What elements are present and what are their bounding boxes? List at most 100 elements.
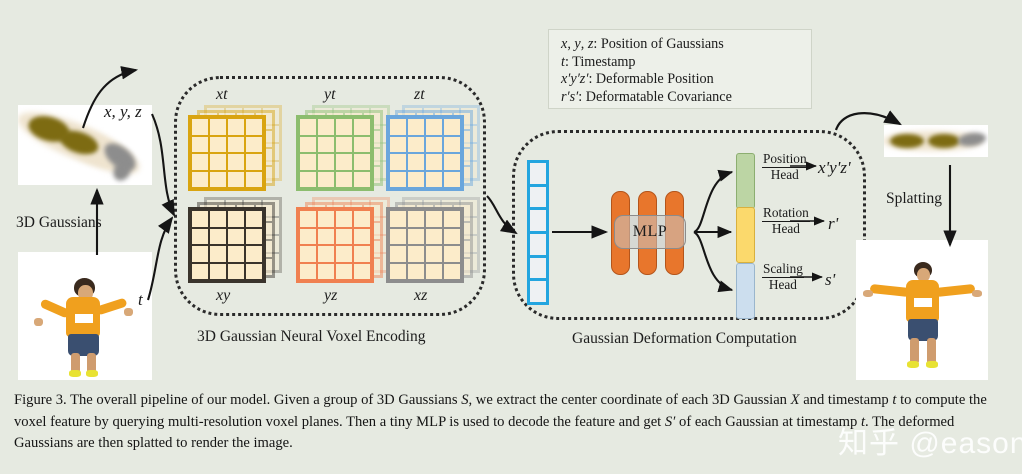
voxel-cell xyxy=(299,118,317,136)
voxel-cell xyxy=(245,262,263,280)
position-head-label: Position Head xyxy=(762,151,808,182)
t-annotation: t xyxy=(138,290,143,309)
voxel-cell xyxy=(443,170,461,188)
voxel-plane-front-xy xyxy=(188,207,266,283)
voxel-cell xyxy=(425,118,443,136)
voxel-plane-label-xz: xz xyxy=(414,287,428,304)
position-head-line2: Head xyxy=(770,166,799,182)
voxel-cell xyxy=(191,153,209,171)
voxel-cell xyxy=(443,210,461,228)
rotation-head-box xyxy=(736,207,755,263)
voxel-cell xyxy=(227,135,245,153)
voxel-cell xyxy=(245,245,263,263)
voxel-cell xyxy=(191,210,209,228)
feature-cell xyxy=(530,234,546,258)
voxel-plane-label-xy: xy xyxy=(216,287,231,304)
output-person-image xyxy=(856,240,988,380)
feature-cell xyxy=(530,281,546,302)
voxel-plane-xz xyxy=(382,197,486,299)
voxel-cell xyxy=(299,210,317,228)
voxel-cell xyxy=(389,135,407,153)
voxel-cell xyxy=(389,170,407,188)
voxel-plane-front-xt xyxy=(188,115,266,191)
voxel-cell xyxy=(299,170,317,188)
feature-cell xyxy=(530,163,546,187)
voxel-cell xyxy=(209,210,227,228)
voxel-cell xyxy=(191,118,209,136)
voxel-encoding-label: 3D Gaussian Neural Voxel Encoding xyxy=(197,328,426,345)
voxel-cell xyxy=(299,262,317,280)
voxel-cell xyxy=(227,227,245,245)
voxel-plane-xt xyxy=(184,105,288,207)
voxel-cell xyxy=(389,245,407,263)
voxel-cell xyxy=(443,227,461,245)
voxel-plane-yz xyxy=(292,197,396,299)
voxel-plane-label-xt: xt xyxy=(216,86,228,103)
voxel-plane-front-zt xyxy=(386,115,464,191)
voxel-cell xyxy=(299,135,317,153)
voxel-plane-label-zt: zt xyxy=(414,86,425,103)
legend-line-2: x′y′z′: Deformable Position xyxy=(561,71,714,88)
voxel-cell xyxy=(443,262,461,280)
voxel-cell xyxy=(389,227,407,245)
voxel-plane-front-yt xyxy=(296,115,374,191)
voxel-cell xyxy=(317,262,335,280)
voxel-cell xyxy=(191,245,209,263)
voxel-cell xyxy=(245,227,263,245)
voxel-cell xyxy=(245,135,263,153)
deformation-label: Gaussian Deformation Computation xyxy=(572,330,797,347)
voxel-cell xyxy=(245,210,263,228)
voxel-cell xyxy=(245,118,263,136)
voxel-cell xyxy=(227,210,245,228)
scaling-head-line1: Scaling xyxy=(762,261,804,278)
voxel-cell xyxy=(389,210,407,228)
voxel-cell xyxy=(245,153,263,171)
legend-box: x, y, z: Position of Gaussians t: Timest… xyxy=(548,29,812,109)
voxel-cell xyxy=(425,153,443,171)
voxel-cell xyxy=(353,262,371,280)
voxel-cell xyxy=(209,170,227,188)
voxel-cell xyxy=(425,227,443,245)
voxel-cell xyxy=(227,262,245,280)
voxel-cell xyxy=(353,170,371,188)
output-gaussians-image xyxy=(884,125,988,157)
voxel-encoding-container xyxy=(174,76,486,316)
voxel-plane-label-yt: yt xyxy=(324,86,336,103)
voxel-cell xyxy=(353,227,371,245)
voxel-cell xyxy=(353,210,371,228)
scaling-head-line2: Head xyxy=(768,276,797,292)
voxel-cell xyxy=(443,153,461,171)
scaling-output-var: s' xyxy=(825,270,836,289)
voxel-cell xyxy=(335,227,353,245)
voxel-cell xyxy=(443,135,461,153)
position-output-var: x'y'z' xyxy=(818,158,851,177)
voxel-cell xyxy=(299,227,317,245)
voxel-cell xyxy=(443,245,461,263)
voxel-cell xyxy=(209,153,227,171)
mlp-label: MLP xyxy=(614,215,686,249)
voxel-plane-yt xyxy=(292,105,396,207)
voxel-cell xyxy=(407,118,425,136)
voxel-cell xyxy=(317,118,335,136)
voxel-cell xyxy=(389,118,407,136)
feature-cell xyxy=(530,258,546,282)
voxel-plane-front-xz xyxy=(386,207,464,283)
voxel-cell xyxy=(335,245,353,263)
voxel-cell xyxy=(317,135,335,153)
voxel-plane-label-yz: yz xyxy=(324,287,338,304)
voxel-plane-zt xyxy=(382,105,486,207)
position-head-line1: Position xyxy=(762,151,808,168)
voxel-cell xyxy=(335,262,353,280)
voxel-cell xyxy=(191,262,209,280)
voxel-cell xyxy=(353,118,371,136)
voxel-cell xyxy=(425,170,443,188)
voxel-cell xyxy=(407,153,425,171)
voxel-cell xyxy=(407,135,425,153)
input-person-image xyxy=(18,252,152,380)
voxel-cell xyxy=(353,135,371,153)
voxel-cell xyxy=(245,170,263,188)
legend-line-3: r′s′: Deformatable Covariance xyxy=(561,88,732,105)
voxel-cell xyxy=(425,262,443,280)
voxel-cell xyxy=(209,135,227,153)
voxel-cell xyxy=(407,170,425,188)
